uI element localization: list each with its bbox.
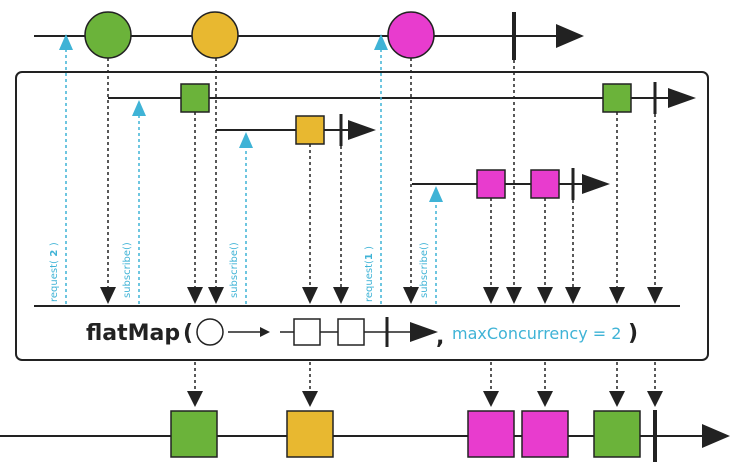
output-item-magenta-1	[467, 410, 515, 458]
operator-signature: flatMap ( , maxConcurrency = 2 )	[86, 317, 638, 350]
output-timeline-arrowhead	[702, 424, 730, 448]
output-timeline	[0, 410, 730, 462]
emission-arrowheads	[100, 287, 663, 304]
request-arrowheads	[59, 34, 443, 202]
output-item-magenta-2	[521, 410, 569, 458]
inner-item-green-1	[180, 83, 210, 113]
inner-item-magenta-1	[476, 169, 506, 199]
operator-open-paren: (	[183, 321, 193, 346]
signature-result-arrowhead	[410, 322, 438, 342]
operator-close-paren: )	[628, 321, 638, 346]
output-arrows	[194, 362, 656, 394]
source-timeline	[34, 11, 584, 60]
subscribe-label-magenta: subscribe()	[419, 242, 430, 298]
emission-arrows	[107, 58, 656, 290]
output-arrowheads	[187, 391, 663, 407]
source-item-green	[84, 11, 132, 59]
subscribe-label-yellow: subscribe()	[229, 242, 240, 298]
request-arrows	[65, 48, 437, 304]
inner-stream-yellow	[216, 114, 376, 146]
request-2-label: request( 2 )	[49, 242, 60, 302]
signature-source-circle	[196, 318, 224, 346]
inner-item-green-2	[602, 83, 632, 113]
source-item-magenta	[387, 11, 435, 59]
output-item-yellow-1	[286, 410, 334, 458]
inner-stream-green	[108, 82, 696, 114]
subscribe-label-green: subscribe()	[122, 242, 133, 298]
operator-param: maxConcurrency = 2	[452, 324, 621, 343]
output-item-green-2	[593, 410, 641, 458]
signature-result-item-2	[337, 318, 365, 346]
inner-stream-yellow-arrowhead	[348, 120, 376, 140]
source-item-yellow	[191, 11, 239, 59]
request-1-label: request(1 )	[364, 246, 375, 302]
inner-item-yellow-1	[295, 115, 325, 145]
source-timeline-arrowhead	[556, 24, 584, 48]
inner-stream-green-arrowhead	[668, 88, 696, 108]
inner-stream-magenta	[412, 168, 610, 200]
signature-map-arrowhead	[260, 327, 270, 337]
signature-result-item-1	[293, 318, 321, 346]
operator-name: flatMap	[86, 321, 180, 346]
inner-stream-magenta-arrowhead	[582, 174, 610, 194]
operator-box	[15, 71, 709, 361]
inner-item-magenta-2	[530, 169, 560, 199]
operator-comma: ,	[436, 325, 444, 350]
output-item-green-1	[170, 410, 218, 458]
